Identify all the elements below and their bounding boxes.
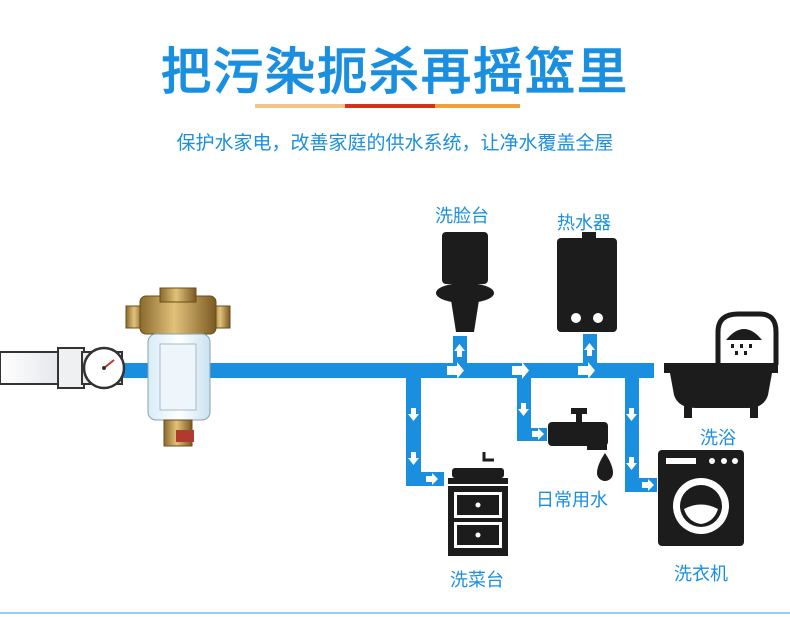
arrow-down-icon <box>408 408 419 421</box>
pre-filter-icon <box>125 287 231 447</box>
daily-water-label: 日常用水 <box>536 490 608 511</box>
water-heater-icon <box>557 232 617 332</box>
title-underline-segment <box>435 104 520 108</box>
arrow-down-icon <box>408 452 419 465</box>
bathtub-icon <box>664 311 779 418</box>
title-underline-segment <box>345 104 435 108</box>
arrow-right-icon <box>642 479 654 491</box>
title-underline-segment <box>255 104 345 108</box>
bathing-label: 洗浴 <box>700 428 736 449</box>
washbasin-label: 洗脸台 <box>435 206 489 227</box>
arrow-right-icon <box>578 362 595 379</box>
page-title: 把污染扼杀再摇篮里 <box>161 43 629 101</box>
arrow-up-icon <box>454 344 465 357</box>
pressure-gauge-icon <box>82 346 126 390</box>
washing-machine-icon <box>658 450 744 546</box>
vegetable-sink-icon <box>448 452 508 556</box>
arrow-right-icon <box>426 473 438 485</box>
bottom-divider <box>0 612 790 614</box>
arrow-right-icon <box>447 362 464 379</box>
arrow-down-icon <box>518 403 529 416</box>
washbasin-icon <box>436 232 494 332</box>
water-heater-label: 热水器 <box>557 213 611 234</box>
vegetable-sink-label: 洗菜台 <box>450 570 504 591</box>
faucet-icon <box>548 408 613 481</box>
arrow-right-icon <box>512 362 529 379</box>
arrow-right-icon <box>532 428 544 440</box>
arrow-down-icon <box>626 457 637 470</box>
arrow-down-icon <box>626 408 637 421</box>
page-subtitle: 保护水家电，改善家庭的供水系统，让净水覆盖全屋 <box>176 132 614 154</box>
washing-machine-label: 洗衣机 <box>674 564 728 585</box>
flow-arrows <box>408 343 654 491</box>
arrow-up-icon <box>584 343 595 356</box>
